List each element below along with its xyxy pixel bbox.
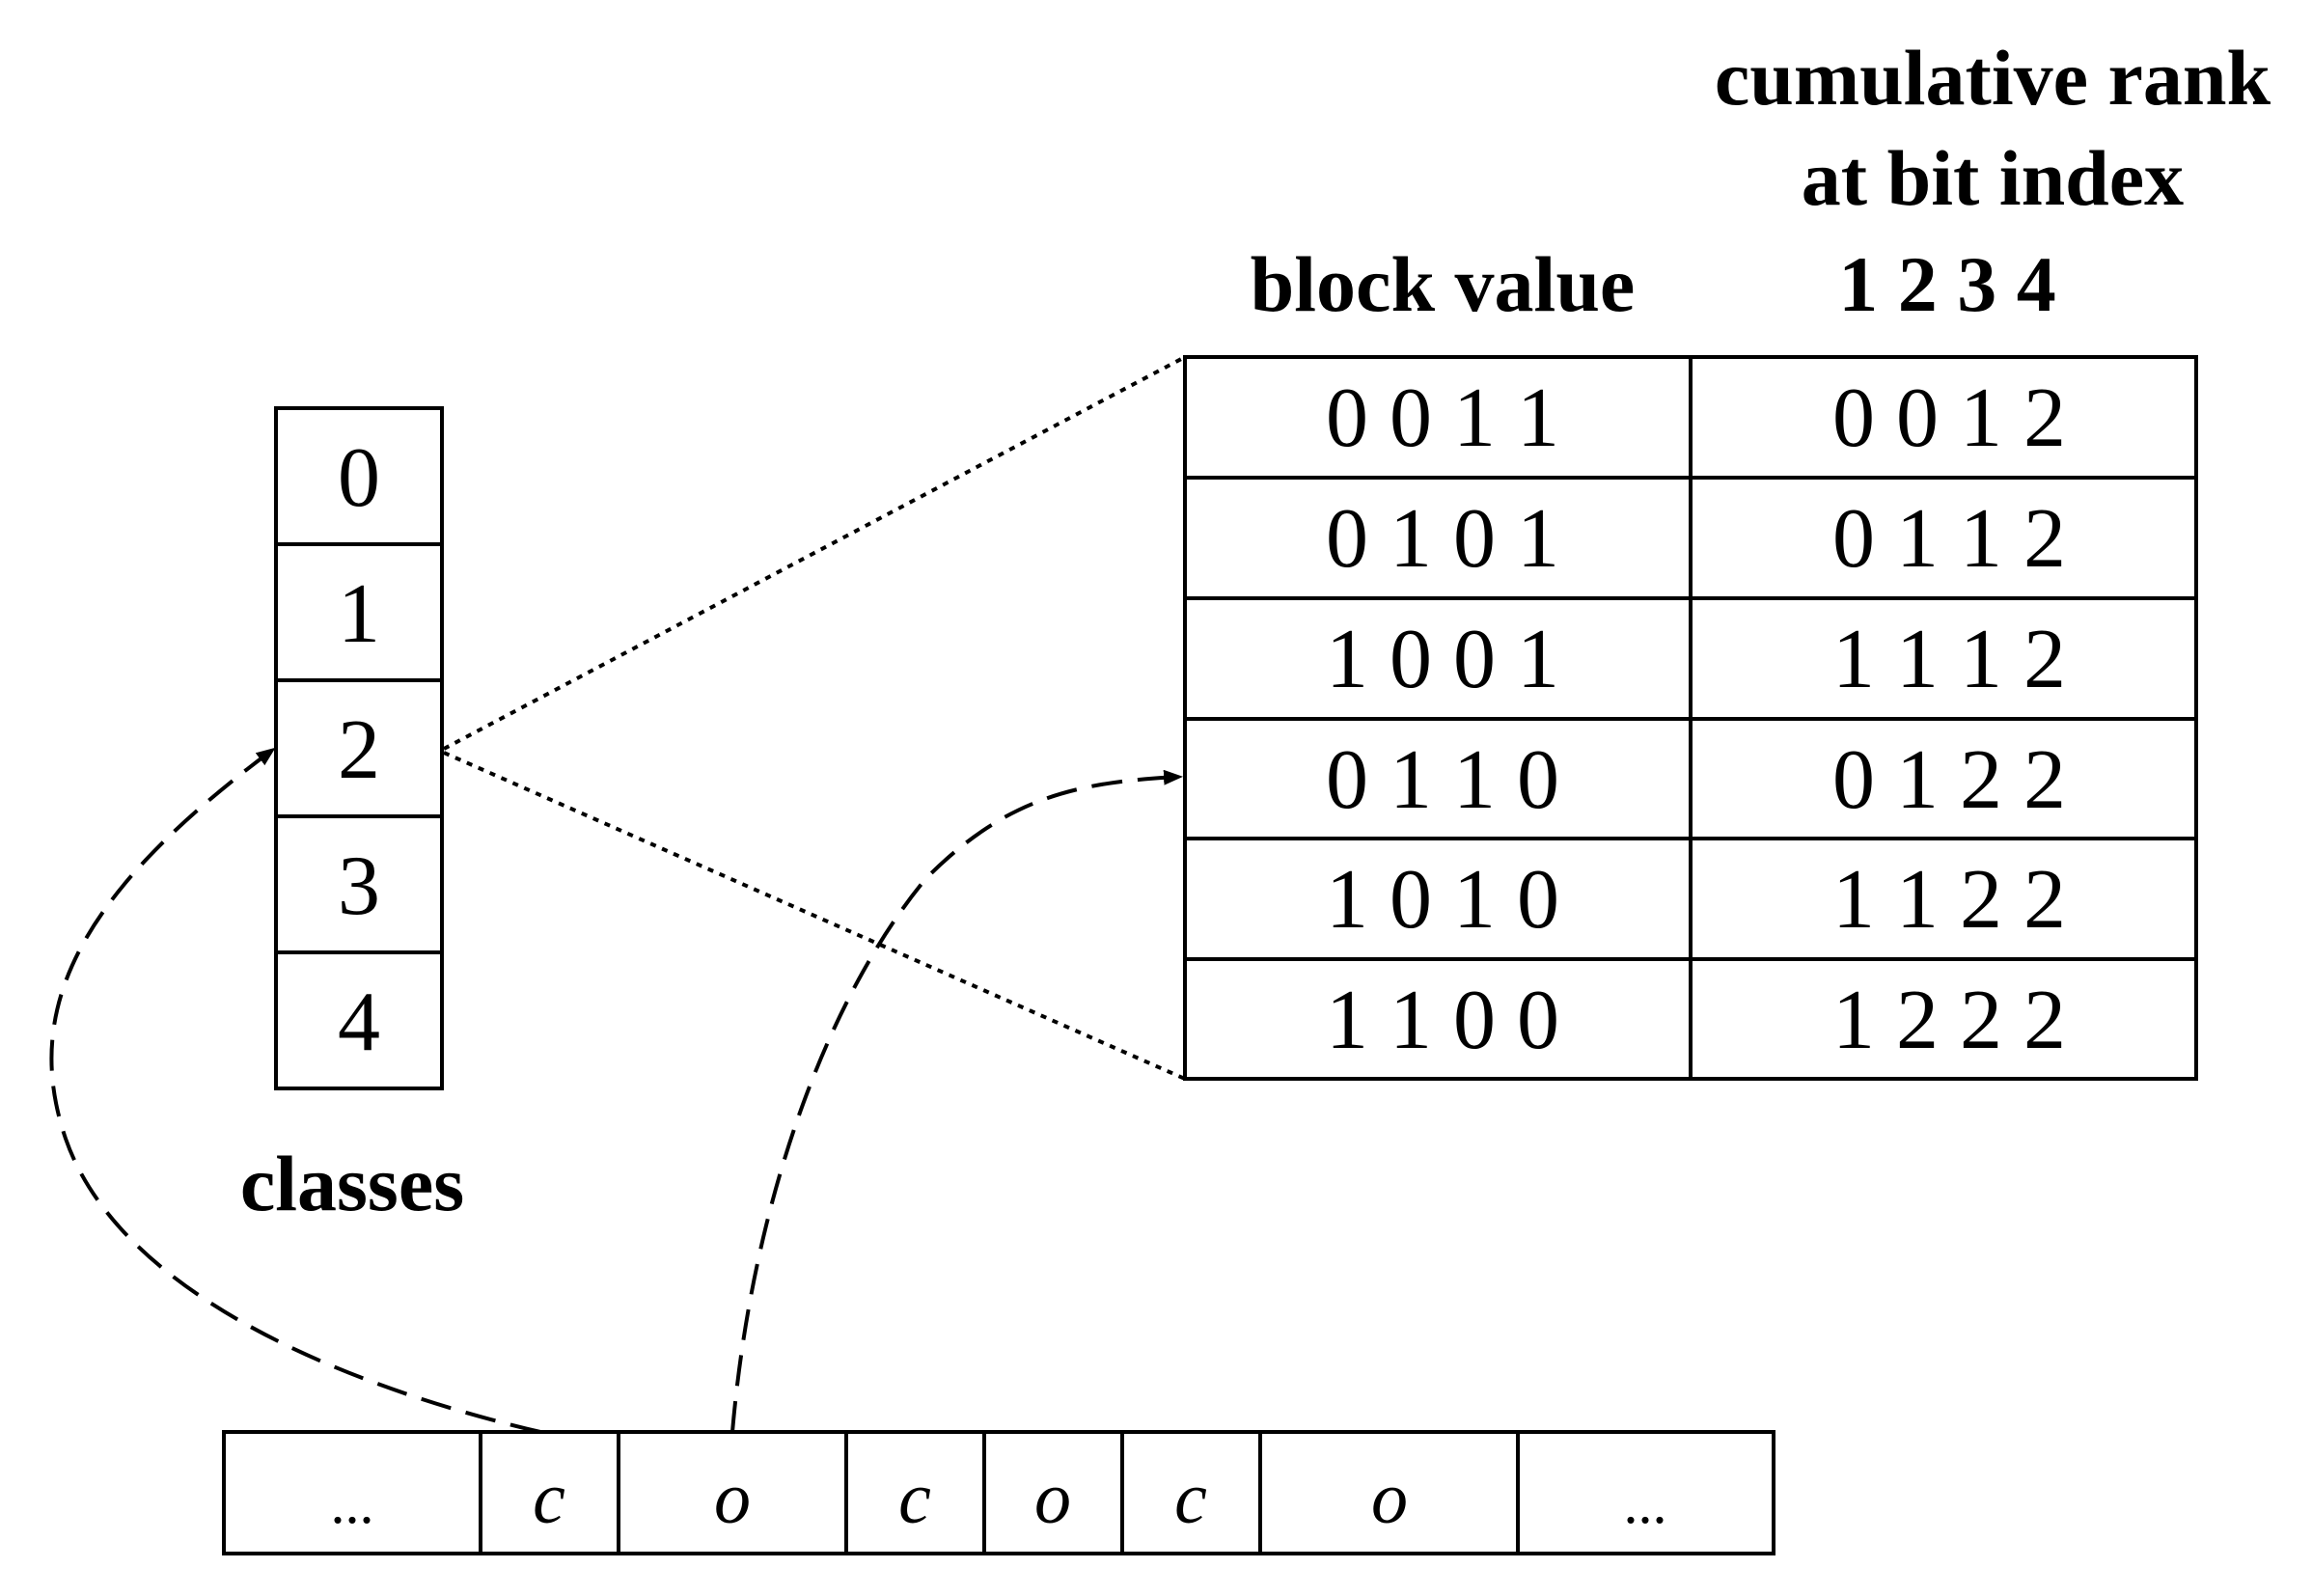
sequence-item-o: o — [1034, 1458, 1071, 1539]
sequence-item-o: o — [1371, 1458, 1408, 1539]
sequence-item-c: c — [533, 1458, 565, 1539]
sequence-ellipsis-left: ... — [331, 1472, 374, 1535]
cumulative-rank-header-line1: cumulative rank — [1715, 34, 2271, 122]
block-value-cell: 1 1 0 0 — [1326, 974, 1559, 1067]
sequence-ellipsis-right: ... — [1624, 1472, 1667, 1535]
block-value-header: block value — [1251, 240, 1636, 328]
sequence-item-c: c — [1174, 1458, 1207, 1539]
cumulative-rank-header-line2: at bit index — [1802, 134, 2184, 222]
sequence-row: ... c o c o c o ... — [222, 1430, 1775, 1555]
rank-cell: 0 1 1 2 — [1832, 492, 2066, 586]
class-label-3: 3 — [338, 839, 380, 933]
lookup-table: 0 0 1 1 0 0 1 2 0 1 0 1 0 1 1 2 1 0 0 1 … — [1183, 355, 2198, 1081]
block-value-cell: 1 0 1 0 — [1326, 853, 1559, 947]
rank-cell: 0 0 1 2 — [1832, 371, 2066, 465]
block-value-cell: 0 0 1 1 — [1326, 371, 1559, 465]
offset-lookup-arrow — [730, 769, 1183, 1433]
rank-cell: 1 2 2 2 — [1832, 974, 2066, 1067]
class-label-0: 0 — [338, 431, 380, 525]
class-lookup-arrow — [49, 747, 541, 1434]
class-label-4: 4 — [338, 976, 380, 1069]
zoom-line-bottom — [443, 751, 1186, 1081]
block-value-cell: 0 1 0 1 — [1326, 492, 1559, 586]
sequence-item-o: o — [714, 1458, 751, 1539]
rank-cell: 1 1 2 2 — [1832, 853, 2066, 947]
zoom-line-top — [443, 355, 1186, 751]
sequence-border — [222, 1430, 1775, 1555]
class-cell-4 — [274, 950, 444, 1090]
rank-cell: 1 1 1 2 — [1832, 613, 2066, 706]
block-value-cell: 0 1 1 0 — [1326, 733, 1559, 827]
classes-label: classes — [240, 1140, 464, 1227]
block-value-cell: 1 0 0 1 — [1326, 613, 1559, 706]
bit-index-header: 1 2 3 4 — [1838, 240, 2056, 328]
class-label-2: 2 — [338, 703, 380, 797]
class-label-1: 1 — [338, 567, 380, 661]
classes-column: 0 1 2 3 4 — [274, 406, 444, 1090]
sequence-item-c: c — [898, 1458, 931, 1539]
rank-cell: 0 1 2 2 — [1832, 733, 2066, 827]
